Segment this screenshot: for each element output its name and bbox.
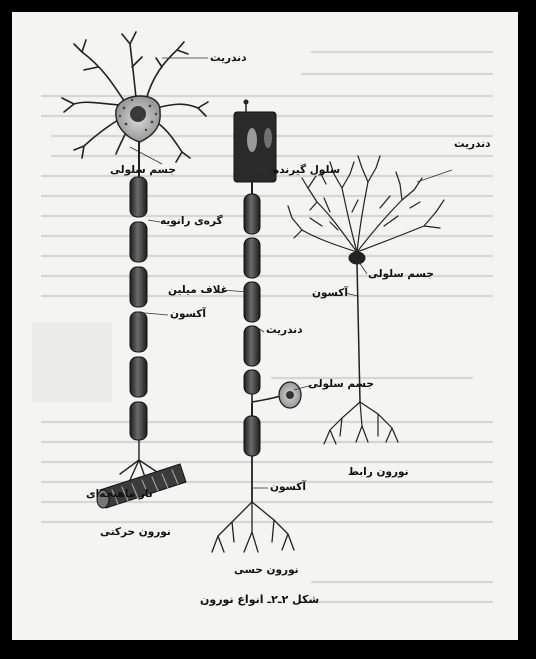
muscle-fiber: [97, 464, 186, 508]
label-muscle-fiber: تار ماهیچه‌ای: [86, 489, 153, 500]
interneuron-axon-terminals: [324, 402, 398, 444]
interneuron: [288, 156, 444, 444]
figure-caption: شکل ۲ـ۲ـ انواع نورون: [200, 594, 319, 605]
label-axon-sensory: آکسون: [270, 482, 306, 493]
sensory-axon-terminals: [212, 502, 294, 552]
label-interneuron: نورون رابط: [348, 467, 409, 478]
label-cell-body-motor: جسم سلولی: [110, 165, 176, 176]
label-axon-inter: آکسون: [312, 288, 348, 299]
label-dendrite-inter: دندریت: [454, 139, 491, 150]
interneuron-cell-body: [349, 252, 365, 264]
sensory-myelin-segments: [244, 194, 260, 394]
label-myelin-sheath: غلاف میلین: [168, 285, 228, 296]
motor-neuron: [62, 32, 208, 508]
label-motor-neuron: نورون حرکتی: [100, 527, 171, 538]
textbook-page: دندریت جسم سلولی گره‌ی رانویه غلاف میلین…: [12, 12, 518, 640]
label-axon-motor: آکسون: [170, 309, 206, 320]
label-sensory-neuron: نورون حسی: [234, 565, 299, 576]
label-node-of-ranvier: گره‌ی رانویه: [160, 216, 223, 227]
label-receptor-cell: سلول گیرنده: [273, 165, 340, 176]
label-dendrite-sensory: دندریت: [266, 325, 303, 336]
label-dendrite-top: دندریت: [210, 53, 247, 64]
neuron-types-figure: [12, 12, 518, 640]
motor-myelin-segments: [130, 177, 147, 440]
label-cell-body-inter: جسم سلولی: [368, 269, 434, 280]
label-cell-body-sensory: جسم سلولی: [308, 379, 374, 390]
